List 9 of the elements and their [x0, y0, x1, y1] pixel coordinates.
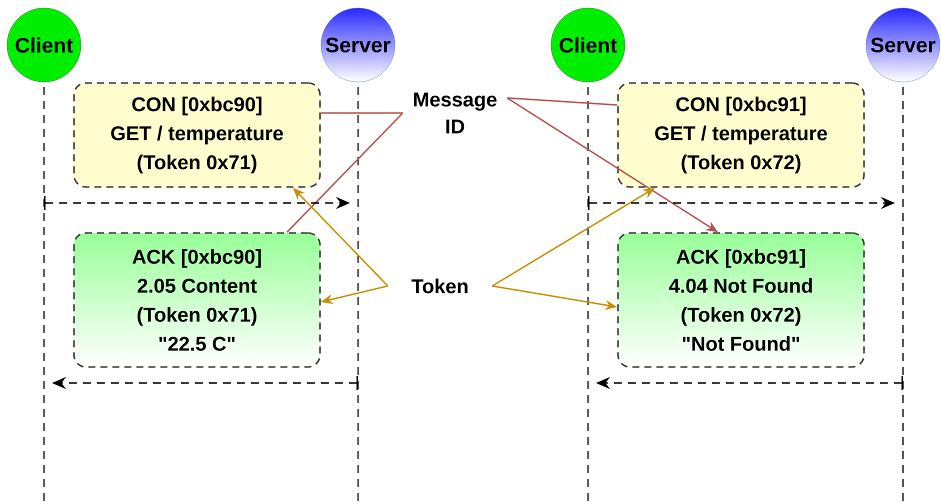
message-box: ACK [0xbc91] 4.04 Not Found (Token 0x72) "Not Found" [617, 232, 865, 368]
message-box: CON [0xbc90] GET / temperature (Token 0x71) [73, 82, 321, 188]
leader-line [286, 112, 404, 233]
message-box: CON [0xbc91] GET / temperature (Token 0x72) [617, 82, 865, 188]
callout-label: Token [412, 278, 468, 294]
message-box: ACK [0xbc90] 2.05 Content (Token 0x71) "22.5 C" [73, 232, 321, 368]
leader-line [507, 97, 618, 106]
callout-label: Message ID [414, 92, 497, 134]
leader-line [320, 112, 403, 114]
